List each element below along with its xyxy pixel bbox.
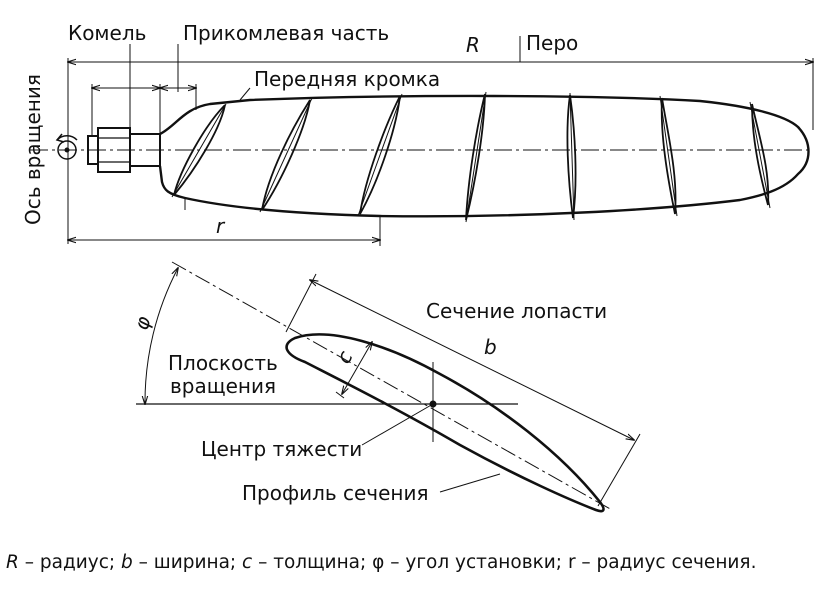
- blade-outline: [158, 94, 810, 218]
- label-R: R: [466, 33, 480, 57]
- label-rotation-axis: Ось вращения: [21, 74, 45, 225]
- section-3: [359, 95, 401, 215]
- angle-phi-arc: [145, 268, 178, 404]
- profile-leader: [439, 473, 501, 493]
- label-b: b: [484, 335, 497, 359]
- legend-b-symbol: b: [121, 552, 133, 573]
- label-near-root-part: Прикомлевая часть: [183, 21, 389, 45]
- section-7: [751, 103, 770, 206]
- label-leading-edge: Передняя кромка: [254, 67, 440, 91]
- label-section-profile: Профиль сечения: [242, 481, 429, 505]
- label-root: Комель: [68, 21, 146, 45]
- section-5: [566, 94, 577, 219]
- section-1: [173, 104, 226, 196]
- label-r: r: [216, 214, 226, 238]
- section-6: [660, 97, 677, 215]
- dim-c: [335, 342, 372, 399]
- legend-caption: R – радиус; b – ширина; c – толщина; φ –…: [6, 552, 836, 573]
- extension-lines: [67, 36, 814, 246]
- label-plane-line1: Плоскость: [168, 351, 278, 375]
- legend-b-text: – ширина;: [132, 552, 243, 573]
- legend-c-text: – толщина;: [252, 552, 373, 573]
- label-center-of-gravity: Центр тяжести: [201, 437, 362, 461]
- section-2: [261, 99, 311, 211]
- label-c: c: [331, 347, 357, 367]
- legend-phi-symbol: φ: [372, 552, 385, 573]
- label-plane-line2: вращения: [170, 374, 276, 398]
- label-feather: Перо: [526, 31, 578, 55]
- blade-sections: [173, 93, 770, 221]
- legend-R-text: – радиус;: [18, 552, 121, 573]
- section-chords: [171, 91, 771, 223]
- legend-R-symbol: R: [6, 552, 19, 573]
- label-phi: φ: [129, 314, 156, 333]
- legend-r-symbol: r: [567, 552, 576, 573]
- legend-phi-text: – угол установки;: [384, 552, 568, 573]
- cog-leader: [361, 403, 434, 446]
- blade-plan-view: Комель Прикомлевая часть R Перо Передняя…: [21, 21, 813, 246]
- blade-section-view: φ Сечение лопасти b c Плоскость вращения…: [129, 261, 641, 513]
- label-blade-section: Сечение лопасти: [426, 299, 607, 323]
- blade-diagram: Комель Прикомлевая часть R Перо Передняя…: [21, 21, 840, 513]
- legend-c-symbol: c: [242, 552, 253, 573]
- rotation-axis-symbol: [55, 133, 78, 160]
- dim-b: [285, 273, 641, 507]
- leading-edge-leader: [239, 87, 251, 101]
- legend-r-text: – радиус сечения.: [575, 552, 757, 573]
